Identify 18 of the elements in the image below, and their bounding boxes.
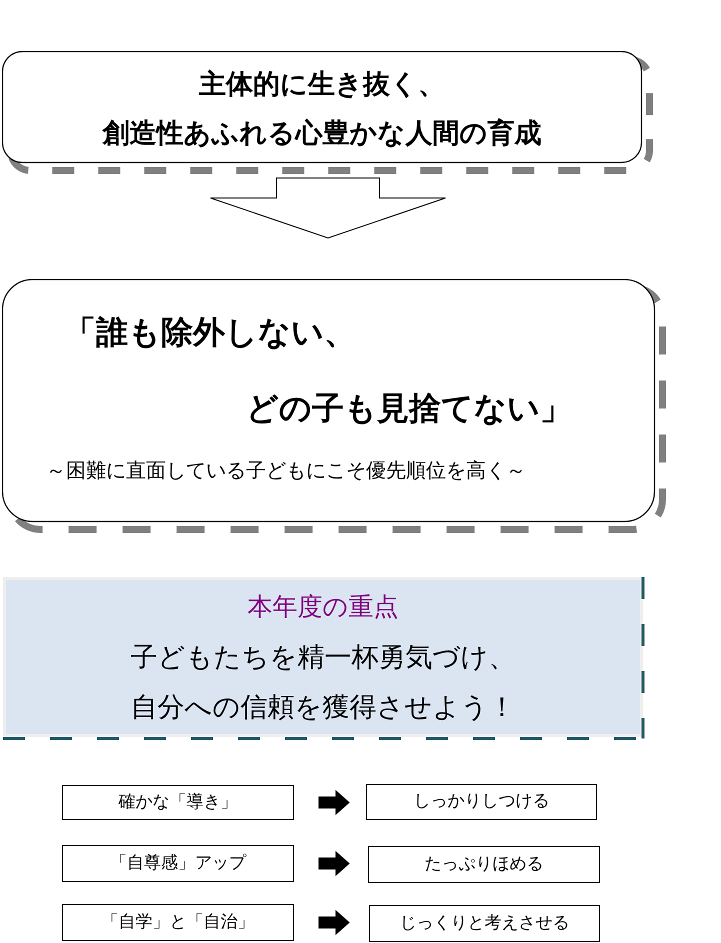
heading-text: 主体的に生き抜く、創造性あふれる心豊かな人間の育成	[101, 68, 542, 151]
text-box: 確かな「導き」	[62, 785, 294, 820]
subtitle-text: ～困難に直面している子どもにこそ優先順位を高く～	[46, 457, 527, 484]
block-arrow	[318, 910, 350, 936]
block-arrow	[318, 850, 350, 876]
text-box: たっぷりほめる	[368, 846, 600, 883]
text-box: 「自学」と「自治」	[62, 904, 294, 941]
slogan-text: 「誰も除外しない、どの子も見捨てない」	[64, 312, 572, 429]
rounded-box	[2, 51, 654, 175]
heading-text: 本年度の重点	[246, 592, 400, 622]
block-arrow	[318, 790, 350, 816]
text-box: 「自尊感」アップ	[62, 845, 294, 882]
banner-box	[3, 577, 645, 740]
block-arrow	[210, 178, 446, 239]
rounded-box	[2, 279, 667, 534]
text-box: しっかりしつける	[366, 784, 597, 820]
text-box: じっくりと考えさせる	[369, 905, 600, 942]
body-text: 子どもたちを精一杯勇気づけ、自分への信頼を獲得させよう！	[130, 641, 516, 725]
